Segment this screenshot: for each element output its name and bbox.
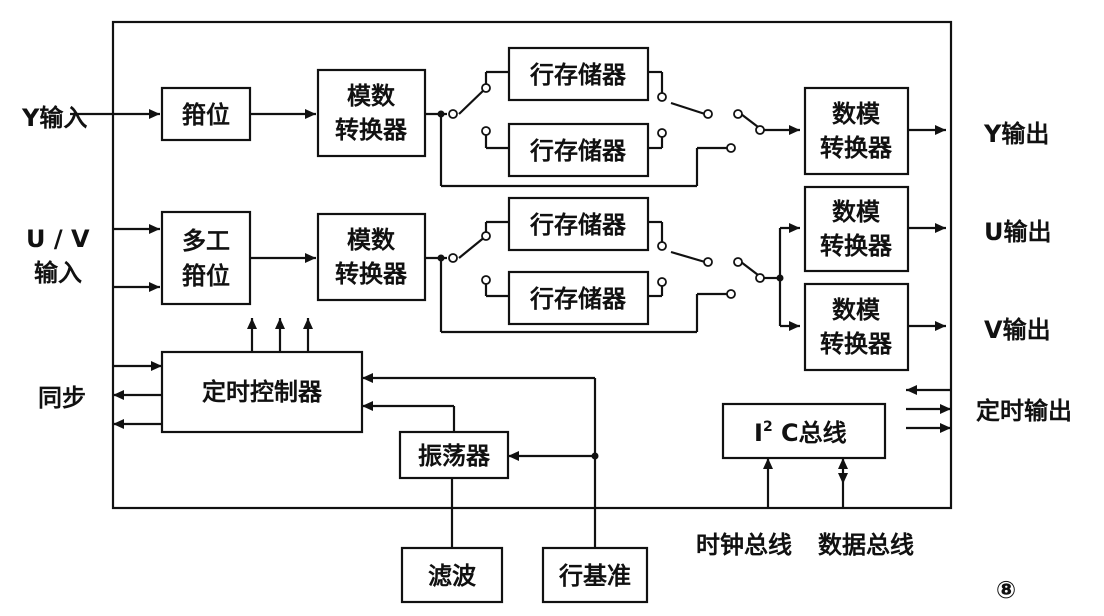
block-u-dac-label-1: 数模 <box>832 198 881 226</box>
block-timing-controller: 定时控制器 <box>160 350 364 434</box>
label-timing-output: 定时输出 <box>976 397 1072 425</box>
label-clock-bus: 时钟总线 <box>696 531 792 559</box>
label-y-output: Y输出 <box>983 120 1049 148</box>
block-y-clamp-label: 箝位 <box>182 101 230 129</box>
junctions <box>437 110 784 460</box>
block-i2c-bus: I2 C总线 <box>721 402 887 460</box>
label-u-output: U输出 <box>984 218 1052 246</box>
block-y-line-memory-2-label: 行存储器 <box>529 137 627 165</box>
block-line-reference: 行基准 <box>541 546 649 604</box>
block-line-reference-label: 行基准 <box>558 562 631 590</box>
block-uv-mux-clamp-label-1: 多工 <box>182 227 230 255</box>
block-timing-controller-label: 定时控制器 <box>202 378 323 406</box>
block-i2c-bus-label: I2 C总线 <box>754 419 847 447</box>
block-uv-adc-label-1: 模数 <box>347 226 396 254</box>
block-uv-adc: 模数 转换器 <box>316 212 427 302</box>
block-u-dac-label-2: 转换器 <box>820 232 893 260</box>
block-v-dac-label-2: 转换器 <box>820 330 893 358</box>
block-uv-adc-label-2: 转换器 <box>335 260 408 288</box>
block-uv-line-memory-1-label: 行存储器 <box>529 211 627 239</box>
external-labels: Y输入 U / V 输入 同步 Y输出 U输出 V输出 定时输出 时钟总线 数据… <box>21 104 1072 604</box>
block-y-adc-label-2: 转换器 <box>335 116 408 144</box>
block-uv-line-memory-1: 行存储器 <box>507 196 650 252</box>
i2c-suffix: C总线 <box>773 419 847 447</box>
label-uv-input-line1: U / V <box>26 225 90 253</box>
label-v-output: V输出 <box>984 316 1051 344</box>
block-y-line-memory-2: 行存储器 <box>507 122 650 178</box>
block-u-dac: 数模 转换器 <box>803 185 910 273</box>
block-v-dac: 数模 转换器 <box>803 282 910 372</box>
arrowheads <box>113 109 951 484</box>
block-uv-mux-clamp: 多工 箝位 <box>160 210 252 306</box>
block-y-line-memory-1: 行存储器 <box>507 46 650 102</box>
block-filter: 滤波 <box>400 546 504 604</box>
label-y-input: Y输入 <box>21 104 87 132</box>
chip-boundary <box>111 20 953 510</box>
label-data-bus: 数据总线 <box>818 531 914 559</box>
block-y-line-memory-1-label: 行存储器 <box>529 61 627 89</box>
block-y-adc-label-1: 模数 <box>347 82 396 110</box>
block-y-dac-label-2: 转换器 <box>820 134 893 162</box>
block-uv-mux-clamp-label-2: 箝位 <box>182 262 230 290</box>
label-sync: 同步 <box>38 384 86 412</box>
i2c-prefix: I <box>754 419 763 447</box>
figure-number: ⑧ <box>996 576 1016 604</box>
block-y-adc: 模数 转换器 <box>316 68 427 158</box>
block-uv-line-memory-2: 行存储器 <box>507 270 650 326</box>
block-y-clamp: 箝位 <box>160 86 252 142</box>
block-uv-line-memory-2-label: 行存储器 <box>529 285 627 313</box>
switch-contacts <box>448 83 765 299</box>
block-filter-label: 滤波 <box>428 562 477 590</box>
block-y-dac: 数模 转换器 <box>803 86 910 176</box>
block-oscillator-label: 振荡器 <box>418 442 491 470</box>
block-y-dac-label-1: 数模 <box>832 100 881 128</box>
label-uv-input-line2: 输入 <box>34 259 82 287</box>
block-oscillator: 振荡器 <box>398 430 510 480</box>
block-v-dac-label-1: 数模 <box>832 296 881 324</box>
i2c-superscript: 2 <box>763 419 773 435</box>
